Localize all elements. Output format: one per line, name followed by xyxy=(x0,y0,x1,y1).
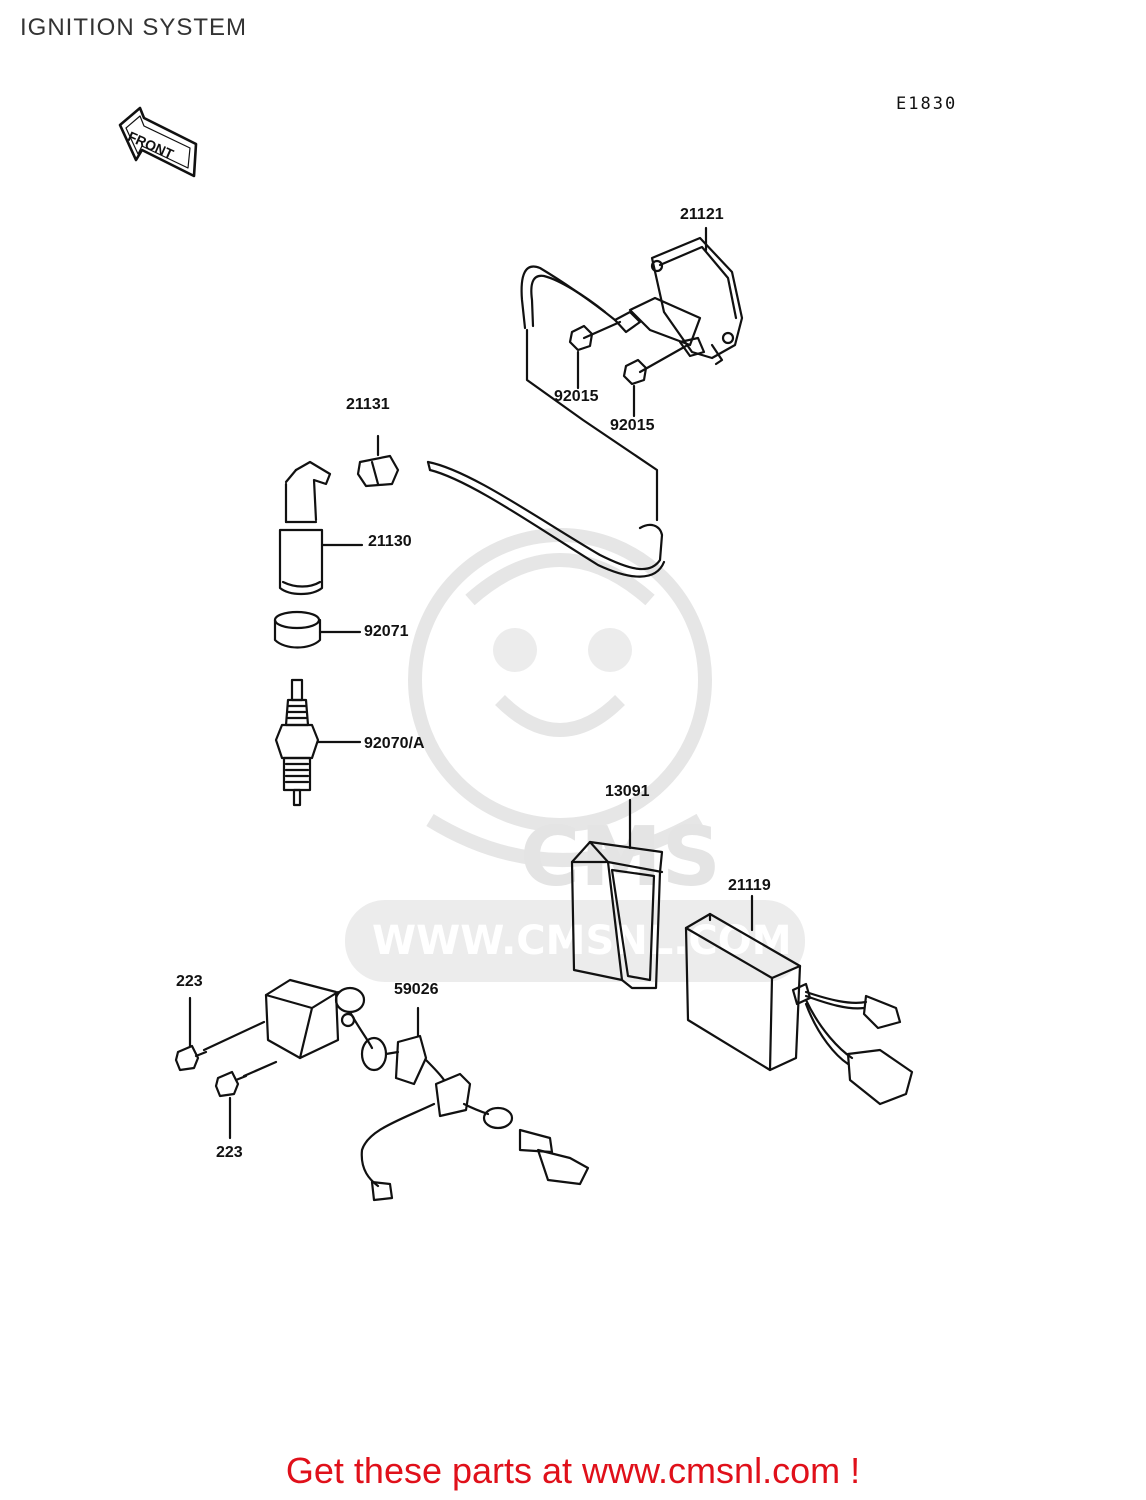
part-label-cap-holder[interactable]: 21131 xyxy=(346,396,390,413)
page-title: IGNITION SYSTEM xyxy=(20,14,248,41)
seal-drawing xyxy=(273,610,362,649)
front-arrow-icon xyxy=(118,106,198,178)
part-label-bolt-a[interactable]: 223 xyxy=(176,973,203,990)
diagram-code: E1830 xyxy=(896,94,958,114)
part-label-igniter[interactable]: 21119 xyxy=(728,877,771,894)
igniter-drawing xyxy=(684,894,914,1106)
plug-cap-drawing xyxy=(278,460,364,596)
ignition-cover-drawing xyxy=(570,798,664,990)
part-label-seal[interactable]: 92071 xyxy=(364,623,409,640)
nut-drawing-b xyxy=(622,344,688,386)
nut-drawing-a xyxy=(568,320,622,352)
pickup-coil-drawing xyxy=(264,978,590,1202)
part-label-nut-b[interactable]: 92015 xyxy=(610,417,655,434)
watermark-url: WWW.CMSNL.COM xyxy=(372,918,792,964)
bolt-drawing-b xyxy=(214,1060,278,1140)
part-label-plug-cap[interactable]: 21130 xyxy=(368,533,412,550)
watermark-logo: CMS xyxy=(520,810,721,905)
part-label-nut-a[interactable]: 92015 xyxy=(554,388,599,405)
part-label-ignition-coil[interactable]: 21121 xyxy=(680,206,724,223)
part-label-spark-plug[interactable]: 92070/A xyxy=(364,735,425,752)
cap-holder-drawing xyxy=(356,434,400,488)
part-label-pickup-harness[interactable]: 59026 xyxy=(394,981,439,998)
footer-cta-link[interactable]: Get these parts at www.cmsnl.com ! xyxy=(285,1450,861,1491)
spark-plug-drawing xyxy=(274,678,362,807)
ignition-coil-drawing xyxy=(520,236,744,366)
bolt-drawing-a xyxy=(174,996,266,1072)
part-label-bolt-b[interactable]: 223 xyxy=(216,1144,243,1161)
part-label-ignition-cover[interactable]: 13091 xyxy=(605,783,650,800)
